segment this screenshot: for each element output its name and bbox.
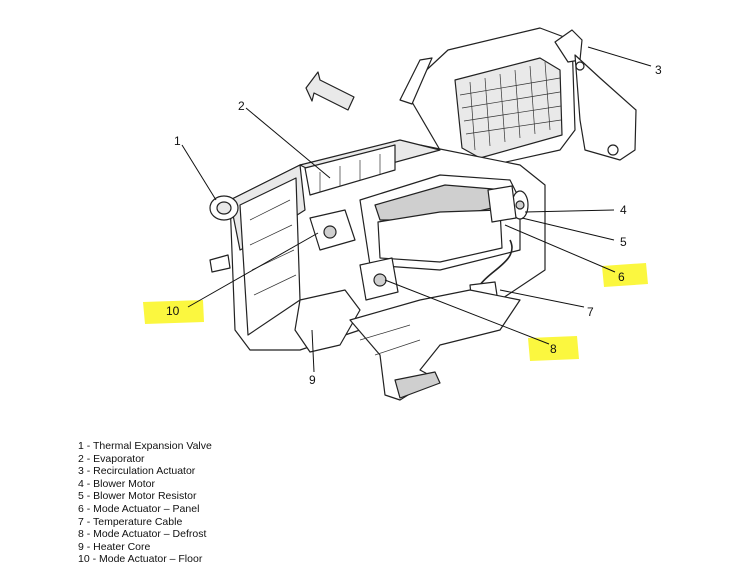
mode-actuator-panel (487, 185, 517, 223)
evaporator (299, 139, 441, 196)
legend-item-text: 1 - Thermal Expansion Valve (78, 440, 212, 452)
legend-item: 2 - Evaporator (78, 453, 278, 466)
callout-8: 8 (550, 342, 557, 356)
legend-item-text: 10 - Mode Actuator – Floor (78, 553, 203, 566)
legend-item-highlighted: 10 - Mode Actuator – Floor (72, 553, 278, 566)
legend-item: 7 - Temperature Cable (78, 516, 278, 529)
highlight-callout-8 (528, 336, 579, 361)
callout-6: 6 (618, 270, 625, 284)
callout-5: 5 (620, 235, 627, 249)
legend-item-text: 8 - Mode Actuator – Defrost (78, 528, 207, 541)
legend-item-highlighted: 8 - Mode Actuator – Defrost (72, 528, 278, 541)
recirculation-housing (399, 27, 576, 171)
callout-2: 2 (238, 99, 245, 113)
callout-7: 7 (587, 305, 594, 319)
heater-core-duct (294, 289, 521, 401)
legend-item-text: 7 - Temperature Cable (78, 515, 183, 528)
callout-1: 1 (174, 134, 181, 148)
legend-item: 1 - Thermal Expansion Valve (78, 440, 278, 453)
legend-item: 9 - Heater Core (78, 541, 278, 554)
legend-item: 4 - Blower Motor (78, 478, 278, 491)
legend-item-text: 9 - Heater Core (78, 540, 151, 553)
legend-item-text: 4 - Blower Motor (78, 477, 156, 490)
parts-legend: 1 - Thermal Expansion Valve 2 - Evaporat… (72, 440, 278, 566)
legend-item-highlighted: 6 - Mode Actuator – Panel (72, 502, 278, 516)
legend-item: 3 - Recirculation Actuator (78, 465, 278, 478)
legend-item-text: 2 - Evaporator (78, 452, 145, 465)
front-direction-arrow (305, 71, 355, 111)
mode-actuator-floor (309, 209, 356, 251)
highlight-callout-6 (602, 263, 648, 287)
callout-4: 4 (620, 203, 627, 217)
blower-housing (359, 174, 529, 271)
legend-item-text: 6 - Mode Actuator – Panel (78, 502, 200, 515)
legend-item-text: 3 - Recirculation Actuator (78, 465, 196, 478)
callout-10: 10 (166, 304, 180, 318)
mode-actuator-defrost (359, 257, 399, 301)
recirculation-actuator (554, 29, 637, 161)
callout-3: 3 (655, 63, 662, 77)
thermal-expansion-valve (209, 195, 239, 273)
callout-9: 9 (309, 373, 316, 387)
legend-item: 5 - Blower Motor Resistor (78, 490, 278, 503)
leader-lines (181, 46, 652, 373)
legend-item-text: 5 - Blower Motor Resistor (78, 490, 197, 503)
